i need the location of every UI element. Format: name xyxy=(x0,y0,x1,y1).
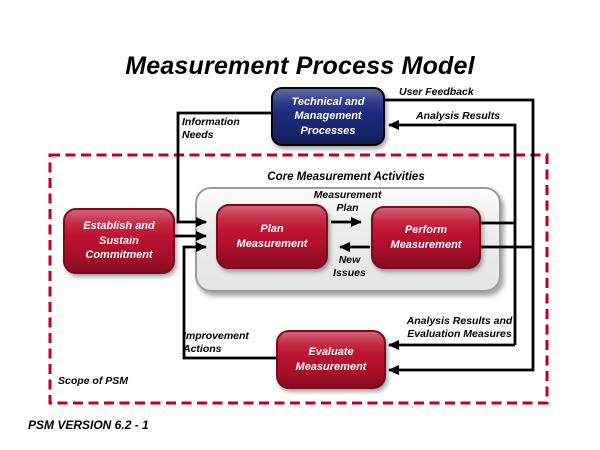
analysis-results-label: Analysis Results xyxy=(416,110,501,122)
new-issues-label: New Issues xyxy=(333,254,366,280)
perform-measurement-box: Perform Measurement xyxy=(371,206,481,269)
core-measurement-activities-label: Core Measurement Activities xyxy=(267,171,425,183)
measurement-plan-label: Measurement Plan xyxy=(313,189,382,215)
user-feedback-label: User Feedback xyxy=(399,86,474,98)
establish-sustain-commitment-box: Establish and Sustain Commitment xyxy=(63,208,175,274)
analysis-results-evaluation-measures-label: Analysis Results and Evaluation Measures xyxy=(406,315,513,341)
improvement-actions-label: Improvement Actions xyxy=(183,330,249,356)
technical-management-processes-box: Technical and Management Processes xyxy=(271,87,385,146)
evaluate-measurement-box: Evaluate Measurement xyxy=(276,330,386,389)
page-title: Measurement Process Model xyxy=(125,52,475,80)
psm-version-label: PSM VERSION 6.2 - 1 xyxy=(28,418,149,432)
plan-measurement-box: Plan Measurement xyxy=(216,204,328,269)
scope-of-psm-label: Scope of PSM xyxy=(58,375,129,387)
information-needs-label: Information Needs xyxy=(182,116,240,142)
